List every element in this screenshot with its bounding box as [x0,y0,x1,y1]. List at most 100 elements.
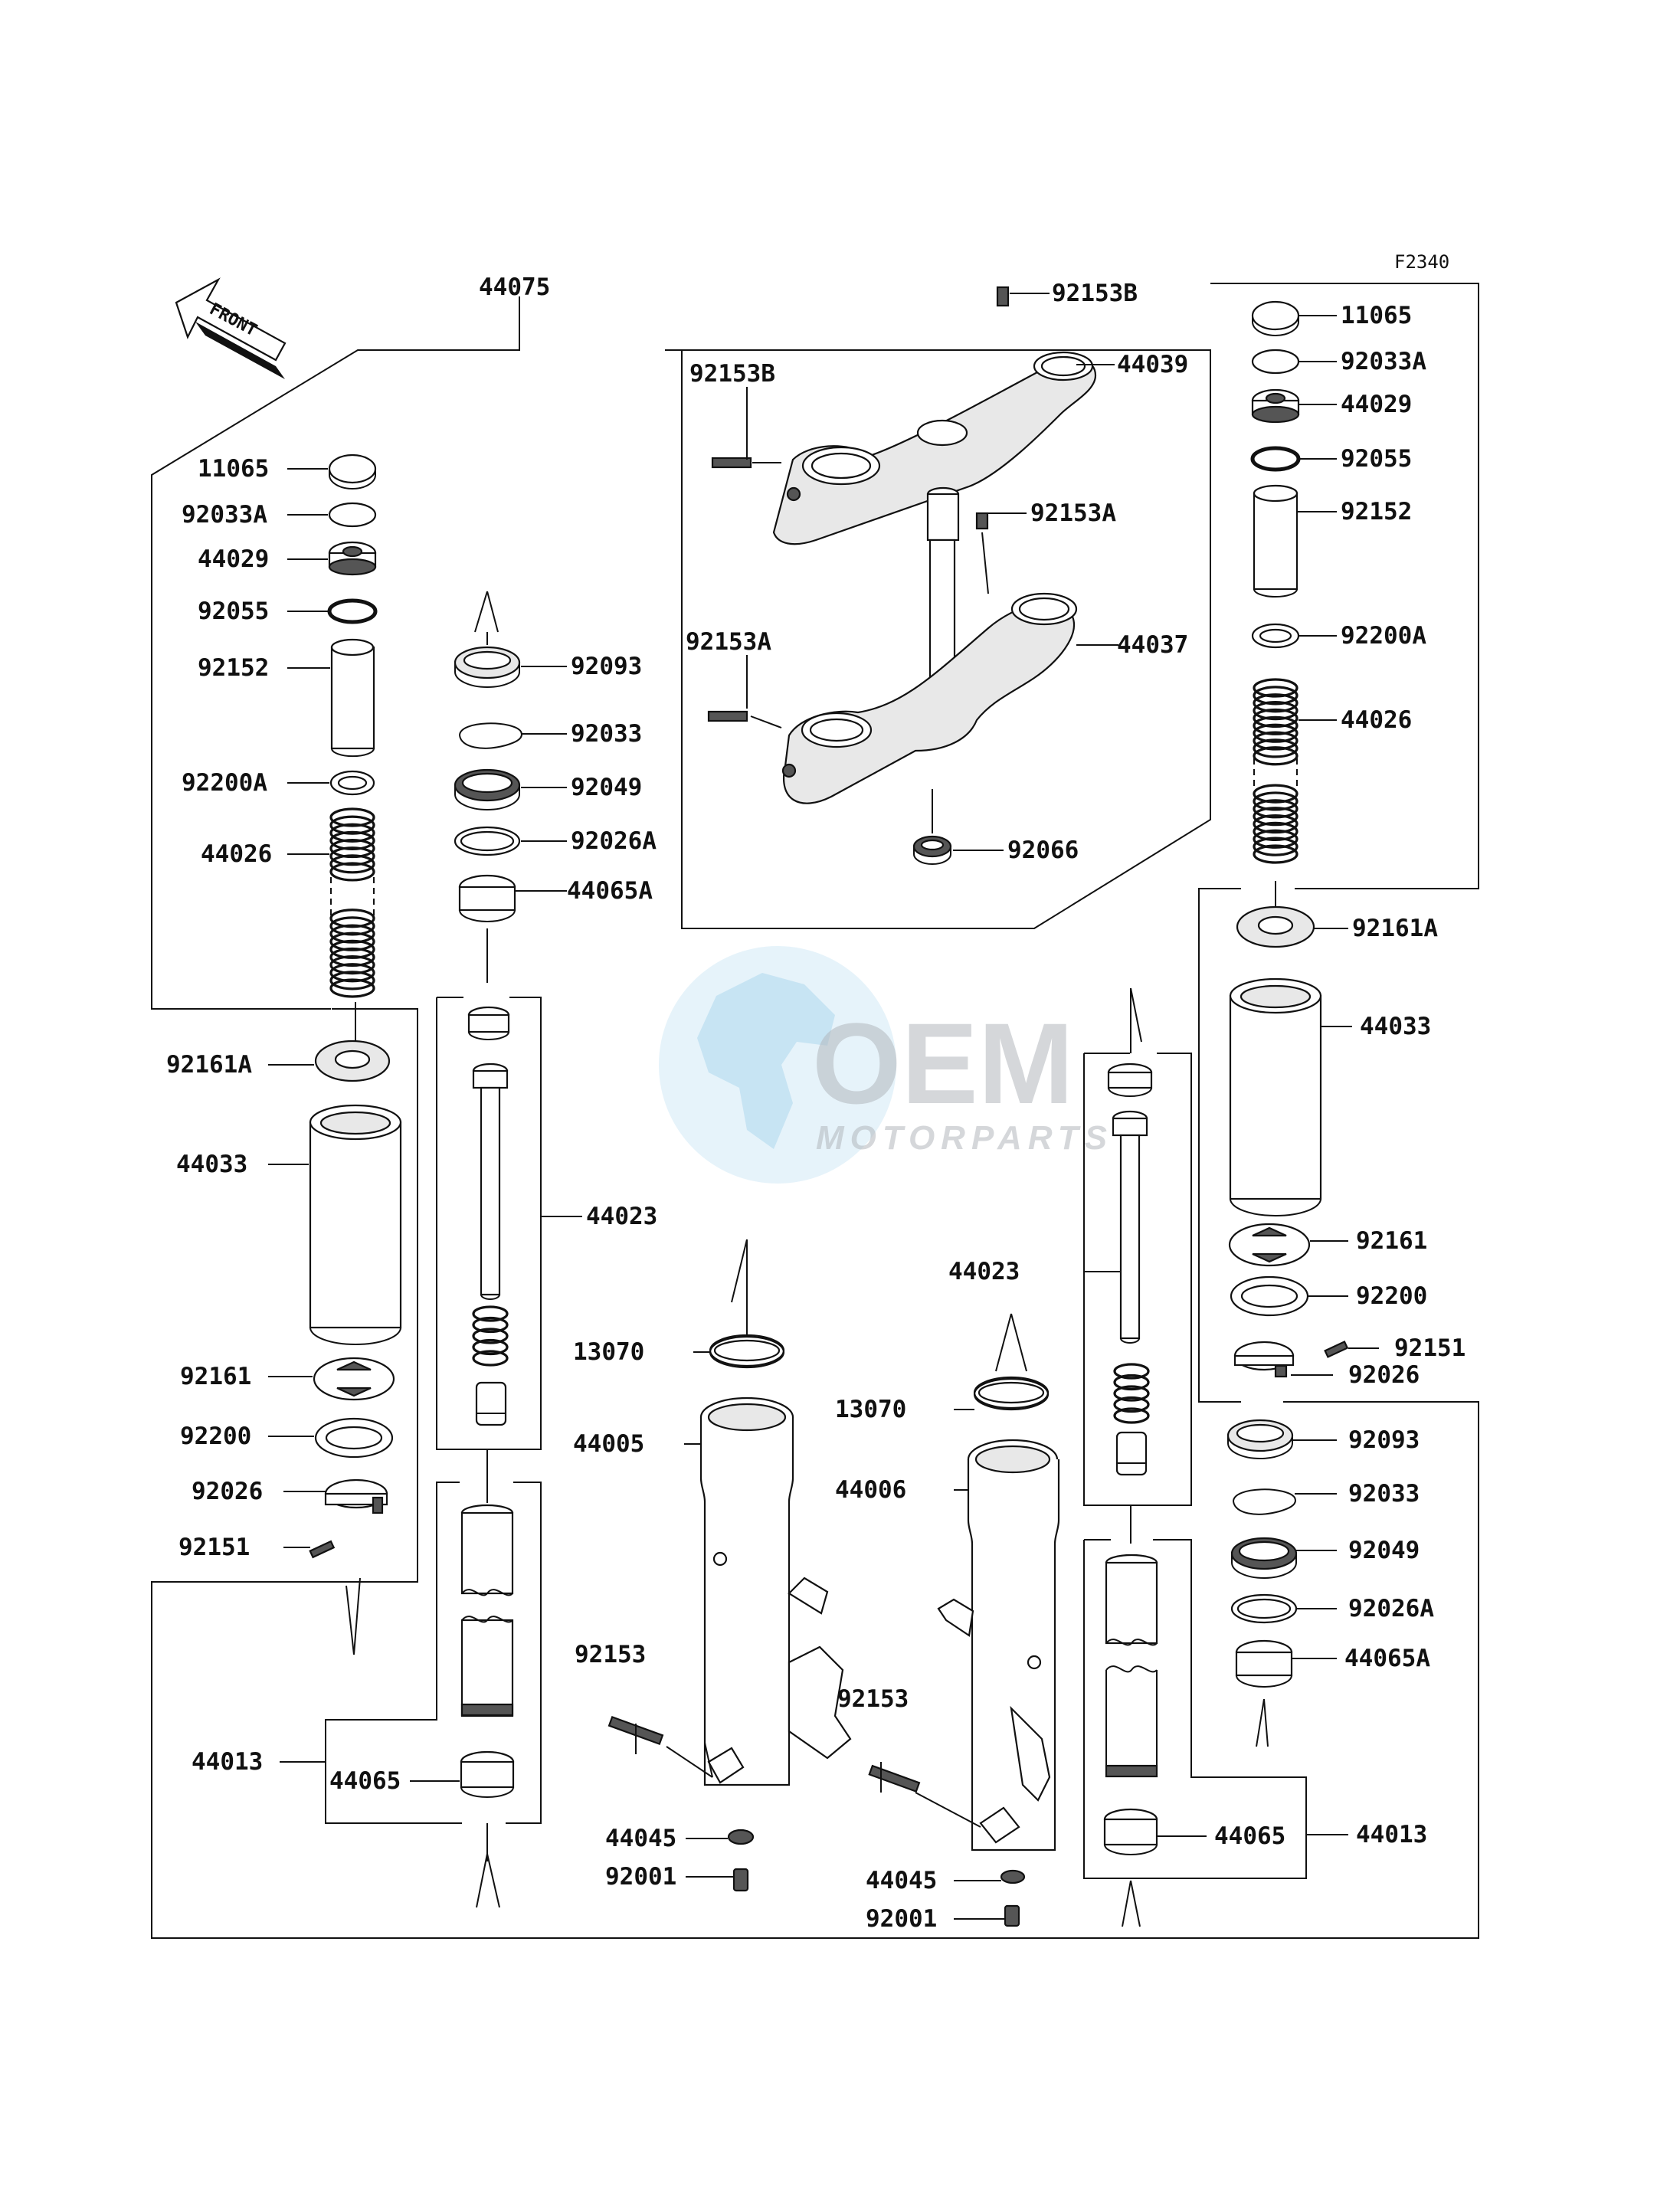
label-92151-right: 92151 [1394,1334,1465,1362]
spring-coil [329,909,375,928]
label-44006: 44006 [835,1476,906,1504]
label-92049-left: 92049 [571,774,642,801]
label-92033A-left: 92033A [182,501,267,529]
bushing-icon [460,1750,515,1798]
label-92200A-left: 92200A [182,769,267,797]
label-92033-right: 92033 [1348,1480,1420,1508]
cap-icon [328,453,377,489]
spring-coil [472,1328,509,1344]
label-92151-left: 92151 [178,1534,250,1561]
label-13070-right: 13070 [835,1396,906,1423]
label-44039: 44039 [1117,351,1188,378]
spring-coil [329,807,375,827]
piston-icon [475,1381,507,1426]
spring-coil [329,971,375,990]
clip-icon [1233,1488,1296,1515]
label-92055-right: 92055 [1341,445,1412,473]
watermark-brand: OEM [812,999,1074,1128]
label-44045-right: 44045 [866,1867,937,1894]
spring-coil [1253,700,1298,721]
label-92026-right: 92026 [1348,1361,1420,1389]
spring-coil [1253,844,1298,864]
left-outer-tube-icon [607,1334,852,1892]
spacer-tube-icon [330,638,375,758]
spring-coil [329,862,375,882]
label-92033A-right: 92033A [1341,348,1426,375]
spring-seat-icon [1236,905,1315,948]
spring-coil [1113,1396,1150,1413]
label-11065-left: 11065 [198,455,269,483]
left-damper-parts [454,646,522,1798]
label-92049-right: 92049 [1348,1537,1420,1564]
spring-coil [329,963,375,983]
spring-coil [1253,731,1298,751]
cylinder-icon [1229,977,1322,1216]
label-92153B-top: 92153B [1052,280,1138,307]
label-92153A-top: 92153A [1030,499,1116,527]
spring-coil [329,830,375,851]
label-11065-right: 11065 [1341,302,1412,329]
spring-coil [1253,814,1298,834]
washer-icon [329,770,375,796]
spring-coil [329,924,375,944]
screw-icon [309,1540,336,1559]
label-44013-right: 44013 [1356,1821,1427,1848]
label-92001-left: 92001 [605,1863,676,1891]
label-92161A-left: 92161A [166,1051,252,1079]
washer-icon [1251,623,1300,649]
circlip-icon [973,1377,1050,1411]
seal-icon [1226,1419,1294,1459]
spring-coil [1253,738,1298,758]
label-44045-left: 44045 [605,1825,676,1852]
right-outer-tube-icon [868,1376,1060,1927]
spring-coil [329,838,375,859]
diagram-code: F2340 [1394,251,1449,273]
label-92153-left: 92153 [575,1641,646,1668]
bushing-icon [458,874,516,922]
label-44026-left: 44026 [201,840,272,868]
label-92161-right: 92161 [1356,1227,1427,1255]
spring-coil [329,932,375,951]
left-fork-parts [309,453,402,1559]
spring-coil [1113,1407,1150,1424]
label-92153B-left: 92153B [689,360,775,388]
label-44026-right: 44026 [1341,706,1412,734]
label-92066: 92066 [1007,837,1079,864]
label-92093-right: 92093 [1348,1426,1420,1454]
spring-coil [1253,693,1298,713]
spring-coil [1253,799,1298,819]
spring-coil [472,1316,509,1334]
label-44023-left: 44023 [586,1203,657,1230]
spring-icon [1113,1363,1150,1424]
spring-coil [1253,746,1298,766]
plug-icon [1251,388,1300,424]
label-44065A-right: 44065A [1344,1645,1430,1672]
label-92093-left: 92093 [571,653,642,680]
washer-icon [1230,1275,1309,1317]
spring-coil [1253,784,1298,804]
label-92200A-right: 92200A [1341,622,1426,650]
damper-rod-icon [1112,1110,1148,1344]
spring-coil [1113,1363,1150,1380]
spring-coil [1113,1385,1150,1402]
damper-rod-icon [467,1006,510,1300]
spring-coil [1253,723,1298,743]
spring-coil [472,1305,509,1322]
label-92026-left: 92026 [192,1478,263,1505]
dust-seal-icon [454,768,521,810]
group-outlines [151,283,1479,1939]
watermark: OEM MOTORPARTS [659,946,1107,1184]
part-labels: 44075 11065 92033A 44029 92055 92152 922… [166,273,1465,1933]
label-92200-right: 92200 [1356,1282,1427,1310]
label-44013-left: 44013 [192,1748,263,1776]
spring-coil [1253,807,1298,827]
label-44065A-left: 44065A [567,877,653,905]
screw-icon [1324,1340,1349,1358]
spring-coil [1253,686,1298,706]
label-92153A-left: 92153A [686,628,771,656]
label-92001-right: 92001 [866,1905,937,1933]
spring-coil [329,947,375,968]
lower-triple-clamp-icon [707,592,1078,865]
washer-icon [454,826,521,856]
